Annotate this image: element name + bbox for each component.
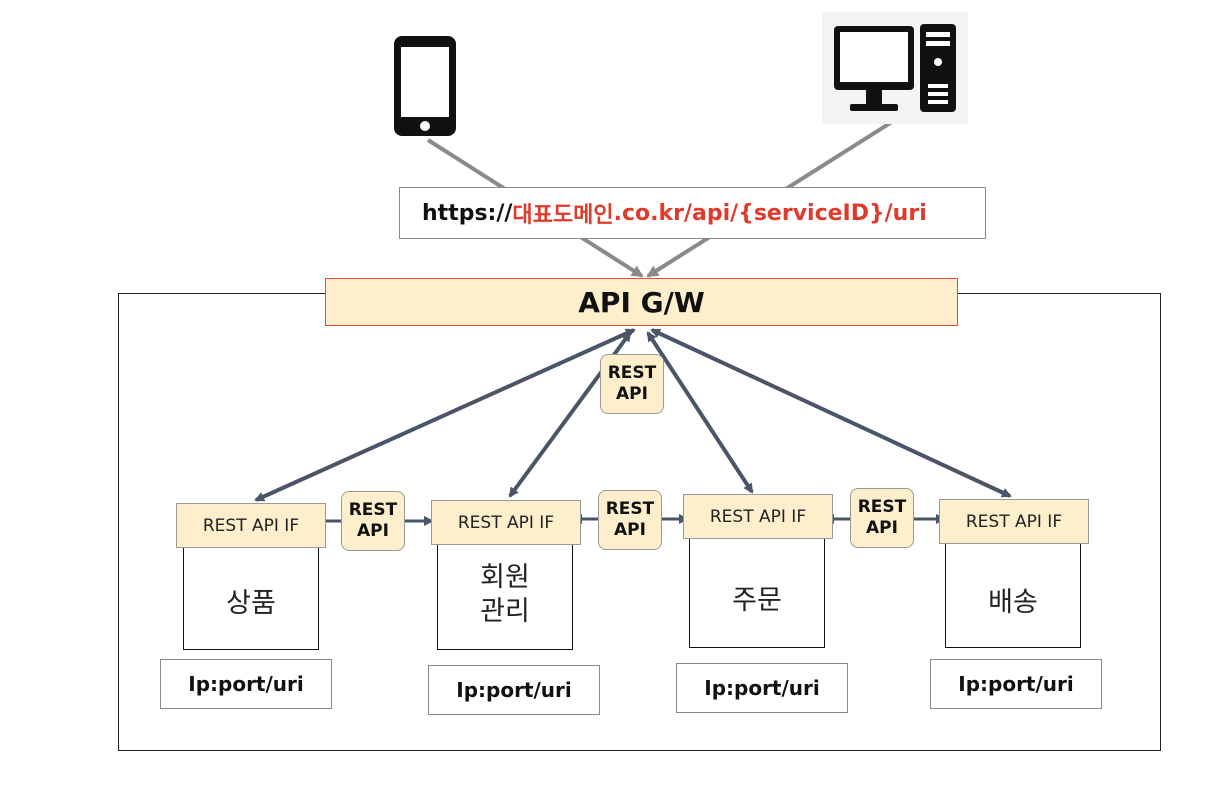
- address-box-member: Ip:port/uri: [428, 665, 600, 715]
- smartphone-icon: [394, 36, 456, 136]
- rest-api-if-delivery: REST API IF: [939, 499, 1089, 544]
- url-domain: 대표도메인: [512, 203, 614, 228]
- url-box: https://대표도메인.co.kr/api/{serviceID}/uri: [399, 187, 986, 239]
- url-prefix: https://: [422, 200, 513, 226]
- rest-api-if-label: REST API IF: [709, 506, 807, 527]
- rest-api-if-label: REST API IF: [457, 512, 555, 533]
- rest-api-if-member: REST API IF: [431, 500, 581, 545]
- rest-label-line1: REST: [348, 499, 398, 520]
- rest-label-line2: API: [614, 520, 646, 540]
- desktop-computer-icon: [822, 12, 968, 124]
- service-box-order: 주문: [689, 535, 825, 648]
- rest-label-line1: REST: [605, 498, 655, 519]
- api-gateway-box: API G/W: [325, 278, 958, 326]
- rest-api-badge-order-delivery: REST API: [850, 488, 914, 548]
- rest-api-if-product: REST API IF: [176, 503, 326, 548]
- url-suffix: .co.kr/api/{serviceID}/uri: [613, 200, 927, 226]
- address-box-product: Ip:port/uri: [160, 659, 332, 709]
- address-box-order: Ip:port/uri: [676, 663, 848, 713]
- rest-api-if-label: REST API IF: [965, 511, 1063, 532]
- service-name-line2: 관리: [480, 596, 530, 627]
- service-address: Ip:port/uri: [958, 672, 1074, 696]
- service-address: Ip:port/uri: [188, 672, 304, 696]
- rest-api-badge-gateway: REST API: [600, 354, 664, 414]
- service-box-member: 회원 관리: [437, 540, 573, 650]
- service-name: 회원: [480, 562, 530, 594]
- service-name: 주문: [732, 584, 782, 616]
- rest-api-if-order: REST API IF: [683, 494, 833, 539]
- service-name: 상품: [226, 588, 276, 620]
- rest-label-line2: API: [357, 521, 389, 541]
- rest-api-badge-member-order: REST API: [598, 490, 662, 550]
- rest-label-line1: REST: [607, 362, 657, 383]
- service-name: 배송: [988, 587, 1038, 619]
- service-address: Ip:port/uri: [704, 676, 820, 700]
- gateway-to-delivery-arrow: [650, 328, 1012, 498]
- rest-api-badge-product-member: REST API: [341, 491, 405, 551]
- service-box-delivery: 배송: [945, 540, 1081, 648]
- rest-label-line1: REST: [857, 496, 907, 517]
- service-box-product: 상품: [183, 540, 319, 650]
- address-box-delivery: Ip:port/uri: [930, 659, 1102, 709]
- rest-label-line2: API: [866, 518, 898, 538]
- api-gateway-label: API G/W: [578, 285, 705, 319]
- rest-label-line2: API: [616, 384, 648, 404]
- rest-api-if-label: REST API IF: [202, 515, 300, 536]
- service-address: Ip:port/uri: [456, 678, 572, 702]
